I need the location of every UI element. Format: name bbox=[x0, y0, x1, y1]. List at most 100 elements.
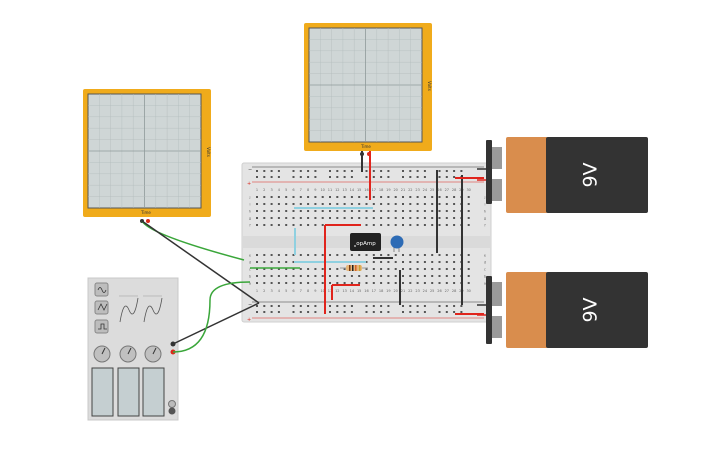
terminal-hole[interactable] bbox=[285, 282, 288, 284]
rail-hole[interactable] bbox=[409, 176, 412, 178]
terminal-hole[interactable] bbox=[453, 217, 456, 219]
terminal-hole[interactable] bbox=[445, 217, 448, 219]
terminal-hole[interactable] bbox=[307, 203, 310, 205]
rail-hole[interactable] bbox=[350, 305, 353, 307]
rail-hole[interactable] bbox=[329, 305, 331, 307]
terminal-hole[interactable] bbox=[387, 282, 390, 284]
terminal-hole[interactable] bbox=[365, 217, 368, 219]
rail-hole[interactable] bbox=[329, 311, 331, 313]
terminal-hole[interactable] bbox=[343, 282, 346, 284]
terminal-hole[interactable] bbox=[307, 217, 310, 219]
rail-hole[interactable] bbox=[460, 311, 463, 313]
terminal-hole[interactable] bbox=[350, 282, 353, 284]
terminal-hole[interactable] bbox=[423, 254, 426, 256]
terminal-hole[interactable] bbox=[387, 261, 390, 263]
terminal-hole[interactable] bbox=[453, 275, 456, 277]
rail-hole[interactable] bbox=[307, 176, 310, 178]
terminal-hole[interactable] bbox=[321, 203, 324, 205]
rail-hole[interactable] bbox=[460, 305, 463, 307]
terminal-hole[interactable] bbox=[409, 203, 412, 205]
terminal-hole[interactable] bbox=[445, 203, 448, 205]
terminal-hole[interactable] bbox=[270, 224, 273, 226]
rail-hole[interactable] bbox=[416, 311, 419, 313]
terminal-hole[interactable] bbox=[423, 217, 426, 219]
terminal-hole[interactable] bbox=[365, 224, 368, 226]
terminal-hole[interactable] bbox=[453, 224, 456, 226]
terminal-hole[interactable] bbox=[416, 275, 419, 277]
rail-hole[interactable] bbox=[438, 305, 441, 307]
rail-hole[interactable] bbox=[336, 311, 339, 313]
terminal-hole[interactable] bbox=[270, 217, 273, 219]
rail-hole[interactable] bbox=[365, 176, 368, 178]
terminal-hole[interactable] bbox=[299, 268, 302, 270]
terminal-hole[interactable] bbox=[277, 224, 280, 226]
terminal-hole[interactable] bbox=[350, 275, 353, 277]
terminal-hole[interactable] bbox=[256, 210, 258, 212]
terminal-hole[interactable] bbox=[307, 282, 310, 284]
terminal-hole[interactable] bbox=[416, 217, 419, 219]
terminal-hole[interactable] bbox=[329, 282, 331, 284]
terminal-hole[interactable] bbox=[431, 261, 434, 263]
terminal-hole[interactable] bbox=[423, 210, 426, 212]
rail-hole[interactable] bbox=[402, 176, 404, 178]
terminal-hole[interactable] bbox=[467, 224, 470, 226]
terminal-hole[interactable] bbox=[416, 203, 419, 205]
wire-black-scope-to-rail[interactable] bbox=[141, 220, 260, 304]
terminal-hole[interactable] bbox=[402, 203, 404, 205]
terminal-hole[interactable] bbox=[263, 268, 266, 270]
terminal-hole[interactable] bbox=[380, 268, 383, 270]
terminal-hole[interactable] bbox=[329, 268, 331, 270]
wire-green-scope-to-board[interactable] bbox=[141, 220, 245, 261]
rail-hole[interactable] bbox=[409, 170, 412, 172]
terminal-hole[interactable] bbox=[292, 275, 295, 277]
rail-hole[interactable] bbox=[299, 311, 302, 313]
rail-hole[interactable] bbox=[307, 305, 310, 307]
terminal-hole[interactable] bbox=[394, 254, 397, 256]
terminal-hole[interactable] bbox=[445, 224, 448, 226]
rail-hole[interactable] bbox=[453, 311, 456, 313]
terminal-hole[interactable] bbox=[321, 275, 324, 277]
terminal-hole[interactable] bbox=[343, 217, 346, 219]
terminal-hole[interactable] bbox=[423, 282, 426, 284]
terminal-hole[interactable] bbox=[467, 254, 470, 256]
terminal-hole[interactable] bbox=[336, 282, 339, 284]
terminal-hole[interactable] bbox=[431, 275, 434, 277]
terminal-hole[interactable] bbox=[321, 217, 324, 219]
terminal-hole[interactable] bbox=[467, 261, 470, 263]
terminal-hole[interactable] bbox=[394, 196, 397, 198]
terminal-hole[interactable] bbox=[372, 282, 375, 284]
rail-hole[interactable] bbox=[270, 311, 273, 313]
terminal-hole[interactable] bbox=[438, 282, 441, 284]
terminal-hole[interactable] bbox=[394, 275, 397, 277]
terminal-hole[interactable] bbox=[329, 196, 331, 198]
terminal-hole[interactable] bbox=[256, 196, 258, 198]
terminal-hole[interactable] bbox=[256, 261, 258, 263]
terminal-hole[interactable] bbox=[358, 210, 361, 212]
terminal-hole[interactable] bbox=[380, 196, 383, 198]
terminal-hole[interactable] bbox=[299, 210, 302, 212]
rail-hole[interactable] bbox=[270, 305, 273, 307]
terminal-hole[interactable] bbox=[394, 224, 397, 226]
terminal-hole[interactable] bbox=[307, 224, 310, 226]
terminal-hole[interactable] bbox=[438, 275, 441, 277]
terminal-hole[interactable] bbox=[431, 282, 434, 284]
terminal-hole[interactable] bbox=[292, 261, 295, 263]
terminal-hole[interactable] bbox=[285, 261, 288, 263]
terminal-hole[interactable] bbox=[314, 217, 317, 219]
rail-hole[interactable] bbox=[372, 170, 375, 172]
rail-hole[interactable] bbox=[314, 311, 317, 313]
rail-hole[interactable] bbox=[416, 170, 419, 172]
terminal-hole[interactable] bbox=[409, 217, 412, 219]
rail-hole[interactable] bbox=[307, 311, 310, 313]
terminal-hole[interactable] bbox=[438, 196, 441, 198]
terminal-hole[interactable] bbox=[402, 282, 404, 284]
terminal-hole[interactable] bbox=[380, 203, 383, 205]
terminal-hole[interactable] bbox=[453, 282, 456, 284]
rail-hole[interactable] bbox=[256, 305, 258, 307]
terminal-hole[interactable] bbox=[263, 210, 266, 212]
terminal-hole[interactable] bbox=[321, 224, 324, 226]
terminal-hole[interactable] bbox=[438, 254, 441, 256]
terminal-hole[interactable] bbox=[445, 282, 448, 284]
rail-hole[interactable] bbox=[336, 305, 339, 307]
rail-hole[interactable] bbox=[263, 305, 266, 307]
